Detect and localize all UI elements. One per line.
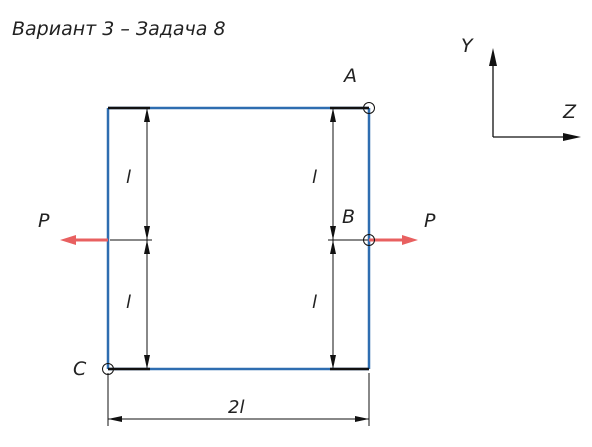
y-axis-label: Y	[461, 35, 474, 57]
left-lower-l-mark: l	[126, 292, 131, 313]
bottom-2l-label: 2l	[228, 397, 244, 418]
left-dimension	[110, 108, 152, 369]
point-c-marker	[102, 363, 114, 375]
point-b-label: B	[342, 206, 355, 228]
task-title: Вариант 3 – Задача 8	[12, 18, 226, 40]
right-dimension	[328, 108, 368, 369]
point-c-label: C	[73, 358, 87, 380]
force-label-left: P	[38, 210, 50, 232]
point-b-marker	[363, 234, 375, 246]
left-upper-l-mark: l	[126, 167, 131, 188]
y-axis-arrowhead	[489, 48, 497, 66]
svg-text:l: l	[126, 167, 131, 188]
z-axis-arrowhead	[563, 133, 581, 141]
force-arrow-left	[60, 235, 108, 245]
force-arrow-right	[369, 235, 418, 245]
bottom-dimension	[107, 373, 370, 426]
coordinate-axes	[489, 48, 581, 141]
force-label-right: P	[424, 210, 436, 232]
z-axis-label: Z	[562, 101, 577, 123]
right-lower-l-mark: l	[312, 292, 317, 313]
svg-text:l: l	[312, 292, 317, 313]
svg-text:l: l	[312, 167, 317, 188]
right-upper-l-mark: l	[312, 167, 317, 188]
point-a-label: A	[342, 65, 357, 87]
point-a-marker	[363, 102, 375, 114]
svg-text:l: l	[126, 292, 131, 313]
